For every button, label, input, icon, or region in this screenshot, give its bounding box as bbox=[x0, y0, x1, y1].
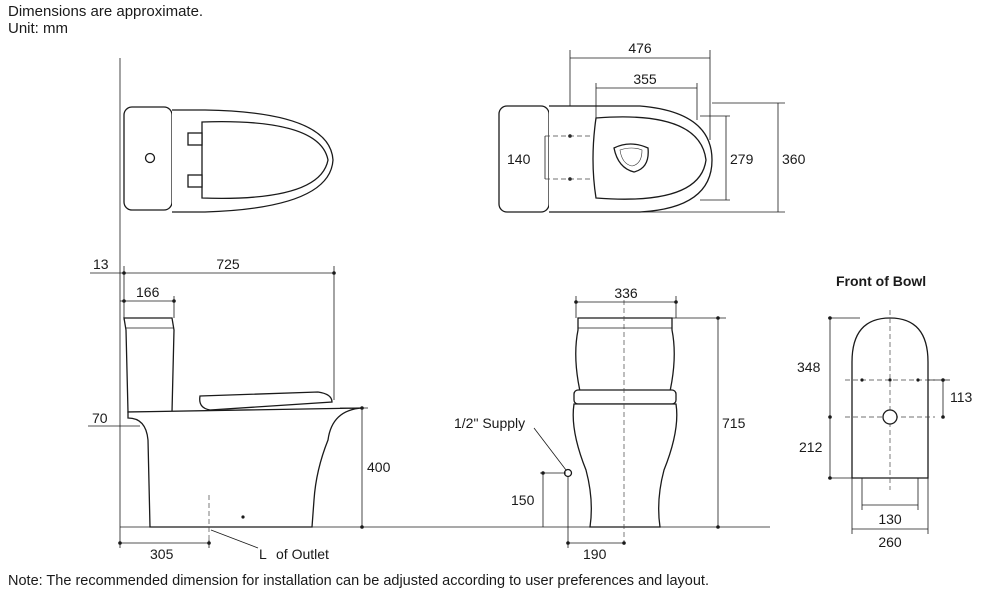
flush-button-icon bbox=[144, 152, 156, 164]
seat-front bbox=[573, 389, 677, 405]
tick-150-a bbox=[541, 471, 545, 475]
tick-725-b bbox=[332, 271, 336, 275]
hinge-top bbox=[187, 132, 203, 146]
bolt-dot-2 bbox=[888, 378, 892, 382]
dim-70: 70 bbox=[92, 410, 108, 426]
tick-336-b bbox=[674, 300, 678, 304]
tick-348-a bbox=[828, 316, 832, 320]
tick-166-b bbox=[172, 299, 176, 303]
tick-715-a bbox=[716, 316, 720, 320]
tick-305-a bbox=[118, 541, 122, 545]
bowl-front bbox=[572, 403, 678, 528]
bolt-dot-3 bbox=[916, 378, 920, 382]
installation-note: Note: The recommended dimension for inst… bbox=[8, 573, 709, 589]
dim-140: 140 bbox=[507, 151, 531, 167]
tick-305-b bbox=[207, 541, 211, 545]
supply-leader bbox=[533, 427, 567, 471]
dim-725: 725 bbox=[216, 256, 240, 272]
dim-476: 476 bbox=[628, 40, 652, 56]
dim-212: 212 bbox=[799, 439, 823, 455]
unit-label: Unit: mm bbox=[8, 20, 68, 37]
tick-336-a bbox=[574, 300, 578, 304]
outlet-leader bbox=[210, 529, 259, 549]
front-of-bowl-view: Front of Bowl 348 212 113 130 260 bbox=[797, 273, 973, 550]
dim-130: 130 bbox=[878, 511, 902, 527]
header-block: Dimensions are approximate. Unit: mm bbox=[8, 3, 203, 37]
bowl-side bbox=[127, 407, 363, 528]
bolt-dot-1 bbox=[860, 378, 864, 382]
dim-305: 305 bbox=[150, 546, 174, 562]
dim-400: 400 bbox=[367, 459, 391, 475]
dim-360: 360 bbox=[782, 151, 806, 167]
tick-725-a bbox=[122, 271, 126, 275]
tick-190-b bbox=[622, 541, 626, 545]
plan-view-right: 476 355 140 279 360 bbox=[498, 40, 806, 213]
dim-190: 190 bbox=[583, 546, 607, 562]
seat-plan bbox=[201, 121, 329, 199]
tick-400-a bbox=[360, 406, 364, 410]
bowl-opening-inner bbox=[619, 147, 643, 167]
side-elevation: 13 725 166 70 400 305 L of Outlet bbox=[88, 256, 770, 562]
dim-113: 113 bbox=[950, 389, 973, 405]
seat-side bbox=[199, 391, 333, 411]
tick-400-b bbox=[360, 525, 364, 529]
hinge-bottom bbox=[187, 174, 203, 188]
dim-150: 150 bbox=[511, 492, 535, 508]
seat-plan-2 bbox=[592, 116, 707, 200]
dim-348: 348 bbox=[797, 359, 821, 375]
dim-355: 355 bbox=[633, 71, 657, 87]
tick-715-b bbox=[716, 525, 720, 529]
tick-113-a bbox=[941, 378, 945, 382]
dim-715: 715 bbox=[722, 415, 746, 431]
tick-348-b bbox=[828, 415, 832, 419]
tank-side bbox=[123, 317, 175, 413]
plan-view-left bbox=[119, 58, 334, 527]
centerline-symbol: L bbox=[259, 546, 267, 562]
bowl-opening bbox=[613, 143, 649, 173]
tick-212-b bbox=[828, 476, 832, 480]
front-elevation: 336 715 1/2" Supply 150 190 bbox=[454, 285, 746, 562]
dim-336: 336 bbox=[614, 285, 638, 301]
dim-166: 166 bbox=[136, 284, 160, 300]
tick-166-a bbox=[122, 299, 126, 303]
supply-label: 1/2" Supply bbox=[454, 415, 525, 431]
dim-13: 13 bbox=[93, 256, 109, 272]
outlet-label: of Outlet bbox=[276, 546, 329, 562]
dim-279: 279 bbox=[730, 151, 754, 167]
approx-note: Dimensions are approximate. bbox=[8, 3, 204, 20]
tick-190-a bbox=[566, 541, 570, 545]
tick-113-b bbox=[941, 415, 945, 419]
dim-260: 260 bbox=[878, 534, 902, 550]
tank-front bbox=[575, 317, 675, 401]
outlet-marker bbox=[241, 515, 245, 519]
outlet-hole bbox=[882, 409, 898, 425]
front-of-bowl-title: Front of Bowl bbox=[836, 273, 926, 289]
